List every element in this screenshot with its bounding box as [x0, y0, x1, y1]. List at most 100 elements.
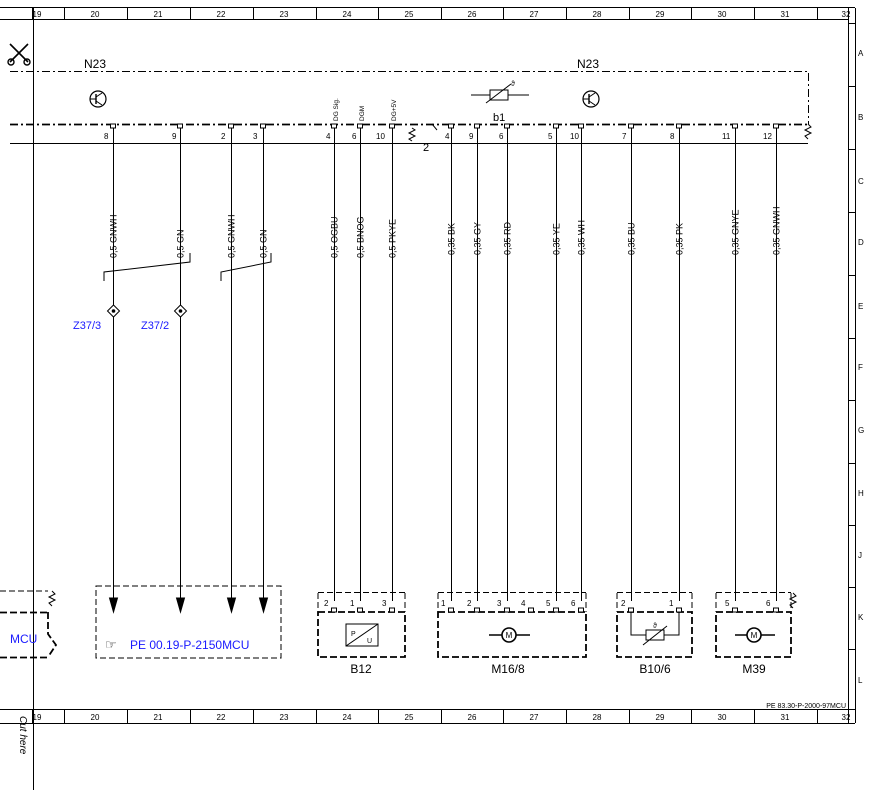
column-label-bottom: 29 — [656, 713, 665, 722]
wire-label: 0,35 GY — [473, 222, 483, 255]
thermistor-body — [489, 89, 509, 101]
sensor-p-label: P — [351, 631, 356, 638]
cut-here-label: Cut here — [17, 716, 28, 755]
column-label-bottom: 31 — [781, 713, 790, 722]
component-label: B12 — [350, 662, 372, 676]
document-id: PE 83.30-P-2000-97MCU — [766, 703, 846, 710]
component-pin-number: 4 — [521, 599, 526, 608]
reference-box — [95, 585, 282, 659]
hand-pointer-icon: ☞ — [105, 637, 117, 652]
motor-icon — [746, 627, 762, 643]
wire-label: 0,35 BU — [627, 222, 637, 255]
wire-arrowhead — [226, 597, 237, 614]
thermistor-arrow — [485, 83, 512, 104]
row-label: F — [858, 363, 863, 372]
wire-label: 0,35 RD — [503, 221, 513, 255]
column-label-top: 30 — [718, 10, 727, 19]
component-pin — [357, 607, 363, 613]
wire-label: 0,5 PKYE — [388, 219, 398, 258]
transistor-icon — [89, 90, 107, 108]
column-label-top: 29 — [656, 10, 665, 19]
pressure-sensor-symbol — [345, 623, 379, 647]
component-pin — [504, 607, 510, 613]
column-label-top: 21 — [154, 10, 163, 19]
component-pin — [732, 607, 738, 613]
transistor-emitter — [588, 100, 596, 106]
connector-dot — [178, 309, 183, 313]
m39-break — [788, 592, 798, 609]
header-pin — [676, 123, 682, 129]
component-pin-number: 3 — [382, 599, 387, 608]
header-pin — [260, 123, 266, 129]
wire-label: 0,5 OGBU — [330, 216, 340, 258]
wire-label: 0,35 GNWH — [772, 206, 782, 255]
component-pin-number: 5 — [546, 599, 551, 608]
component-pin — [528, 607, 534, 613]
signal-label: DG Sig. — [333, 98, 340, 121]
component-pin-number: 2 — [621, 599, 626, 608]
column-label-top: 28 — [593, 10, 602, 19]
connector-node-icon — [106, 304, 121, 318]
component-body — [616, 611, 693, 658]
wire-label: 0,5 GNWH — [227, 214, 237, 258]
row-label: E — [858, 302, 863, 311]
component-label: B10/6 — [639, 662, 671, 676]
header-pin — [578, 123, 584, 129]
column-label-top: 20 — [91, 10, 100, 19]
mcu-label: MCU — [10, 632, 37, 646]
header-pin — [357, 123, 363, 129]
column-label-bottom: 32 — [842, 713, 851, 722]
column-label-bottom: 22 — [217, 713, 226, 722]
header-pin — [553, 123, 559, 129]
component-pin-number: 6 — [766, 599, 771, 608]
n23-right-label: N23 — [577, 57, 599, 71]
wire-label: 0,5 BNOG — [356, 216, 366, 258]
column-label-bottom: 23 — [280, 713, 289, 722]
component-pin — [553, 607, 559, 613]
component-pin-number: 3 — [497, 599, 502, 608]
thermistor-theta-b10: ϑ — [653, 623, 657, 630]
scissors-handle — [23, 58, 31, 66]
scissors-handle — [7, 58, 15, 66]
mcu-break-top — [47, 590, 57, 607]
component-label: M16/8 — [491, 662, 525, 676]
transistor-emitter — [95, 100, 103, 106]
header-pin-number: 9 — [172, 132, 177, 141]
header-pin-number: 9 — [469, 132, 474, 141]
housing-break-mid — [407, 127, 417, 142]
pin-strip-side — [437, 593, 587, 612]
header-pin — [448, 123, 454, 129]
twisted-pair-bracket — [103, 253, 191, 281]
header-pin-number: 6 — [499, 132, 504, 141]
wire-label: 0,35 GNYE — [731, 209, 741, 255]
component-pin — [474, 607, 480, 613]
row-label: G — [858, 426, 864, 435]
header-pin — [474, 123, 480, 129]
component-label: M39 — [742, 662, 766, 676]
pin-strip-side — [616, 593, 693, 612]
wire-label: 0,5 GNWH — [109, 214, 119, 258]
connector-node-icon — [173, 304, 188, 318]
twisted-pair-bracket — [220, 253, 272, 281]
header-pin-number: 12 — [763, 132, 772, 141]
column-label-bottom: 19 — [33, 713, 42, 722]
header-pin — [504, 123, 510, 129]
component-pin-number: 2 — [467, 599, 472, 608]
header-pin-number: 10 — [376, 132, 385, 141]
header-pin-number: 8 — [670, 132, 675, 141]
column-label-bottom: 24 — [343, 713, 352, 722]
header-pin-number: 7 — [622, 132, 627, 141]
scissors-icon — [7, 43, 31, 66]
mcu-box-right — [47, 612, 58, 658]
header-pin-number: 5 — [548, 132, 553, 141]
pin-strip-side — [317, 593, 406, 612]
sensor-u-label: U — [367, 638, 372, 645]
component-pin-number: 1 — [441, 599, 446, 608]
column-label-bottom: 25 — [405, 713, 414, 722]
